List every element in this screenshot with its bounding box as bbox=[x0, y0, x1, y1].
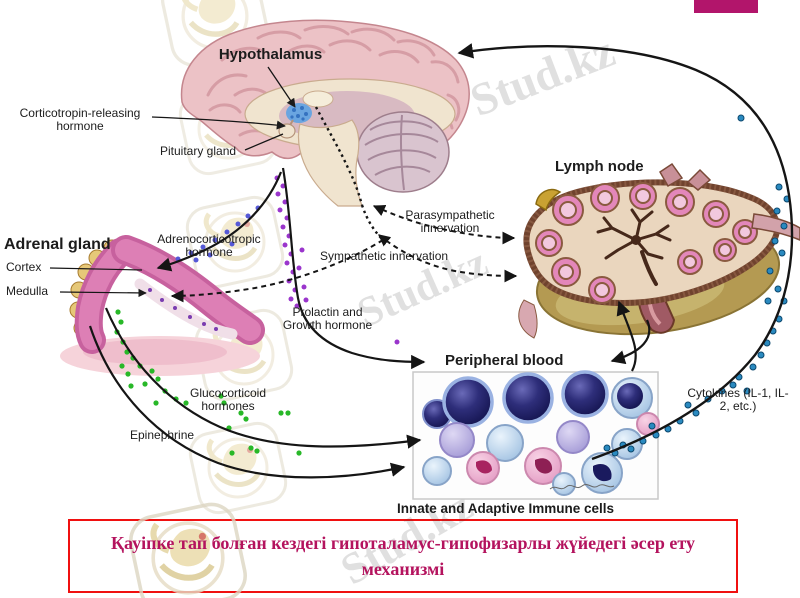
sympathetic-to-lymph-arrow bbox=[378, 234, 518, 283]
medulla-pointer bbox=[59, 288, 147, 298]
acth-arrow bbox=[156, 171, 283, 272]
parasympathetic-arrow bbox=[372, 205, 516, 245]
artist-signature bbox=[549, 483, 615, 490]
cortex-pointer bbox=[49, 267, 143, 271]
blood-to-lymph-arrow bbox=[616, 300, 637, 372]
immune-cells-illustration bbox=[412, 370, 660, 500]
brain-illustration bbox=[180, 19, 470, 207]
cytokines-to-brain-arrow bbox=[457, 43, 794, 461]
hypothalamus-region bbox=[286, 103, 312, 123]
diagram-illustration bbox=[49, 19, 800, 500]
lymph-node-illustration bbox=[518, 162, 800, 339]
brainstem-dotted-line bbox=[314, 106, 364, 206]
caption-title: Қауіпке тап болған кездегі гипоталамус-г… bbox=[111, 533, 695, 579]
blue-acth-dots bbox=[163, 205, 261, 266]
lymph-to-blood-arrow bbox=[610, 319, 651, 365]
prolactin-gh-arrow bbox=[281, 167, 426, 370]
corner-accent-block bbox=[694, 0, 758, 13]
adrenal-gland-illustration bbox=[60, 235, 265, 376]
